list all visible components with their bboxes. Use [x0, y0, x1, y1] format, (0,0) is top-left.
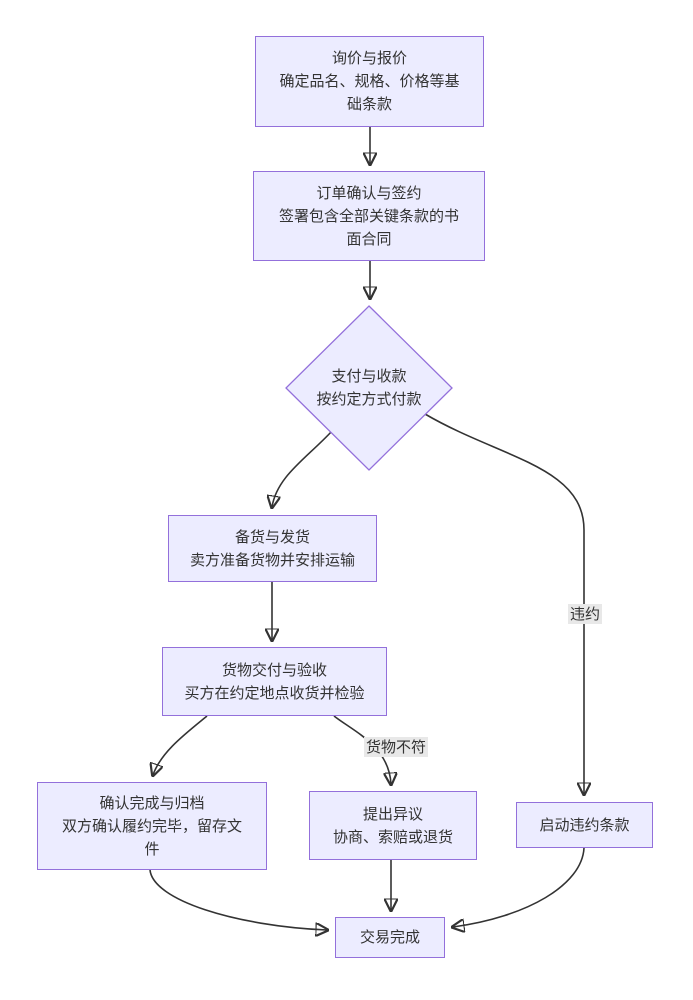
edge-payment-prepare	[272, 430, 333, 507]
node-prepare-title: 备货与发货	[234, 527, 310, 546]
node-archive-subtitle: 双方确认履约完毕，留存文件	[61, 816, 242, 858]
edge-label-breach: 违约	[567, 604, 603, 624]
node-prepare: 备货与发货 卖方准备货物并安排运输	[168, 515, 377, 582]
decision-diamond-shape	[285, 305, 453, 471]
node-delivery-subtitle: 买方在约定地点收货并检验	[184, 683, 365, 702]
node-archive-title: 确认完成与归档	[99, 793, 205, 812]
edge-breach-done	[453, 847, 585, 927]
node-done: 交易完成	[335, 917, 445, 958]
node-breach-title: 启动违约条款	[539, 815, 630, 834]
node-delivery: 货物交付与验收 买方在约定地点收货并检验	[162, 647, 387, 716]
edge-archive-done	[149, 869, 327, 930]
node-breach: 启动违约条款	[516, 802, 653, 848]
node-payment-subtitle: 按约定方式付款	[316, 390, 422, 408]
edge-label-mismatch: 货物不符	[363, 737, 429, 757]
node-order: 订单确认与签约 签署包含全部关键条款的书面合同	[253, 171, 485, 261]
node-delivery-title: 货物交付与验收	[221, 660, 327, 679]
node-order-title: 订单确认与签约	[316, 183, 422, 202]
node-prepare-subtitle: 卖方准备货物并安排运输	[189, 550, 355, 569]
node-payment-title: 支付与收款	[331, 367, 407, 385]
node-payment: 支付与收款 按约定方式付款	[285, 305, 453, 471]
edge-payment-breach	[424, 413, 584, 794]
node-done-title: 交易完成	[359, 928, 420, 946]
edge-delivery-archive	[153, 715, 208, 775]
node-inquiry-title: 询价与报价	[331, 49, 407, 67]
node-archive: 确认完成与归档 双方确认履约完毕，留存文件	[37, 782, 267, 870]
node-order-subtitle: 签署包含全部关键条款的书面合同	[278, 206, 459, 248]
node-dispute: 提出异议 协商、索赔或退货	[309, 791, 477, 860]
node-inquiry-subtitle: 确定品名、规格、价格等基础条款	[279, 72, 460, 113]
node-dispute-title: 提出异议	[362, 804, 423, 823]
node-dispute-subtitle: 协商、索赔或退货	[332, 827, 453, 846]
node-inquiry: 询价与报价 确定品名、规格、价格等基础条款	[255, 36, 484, 127]
